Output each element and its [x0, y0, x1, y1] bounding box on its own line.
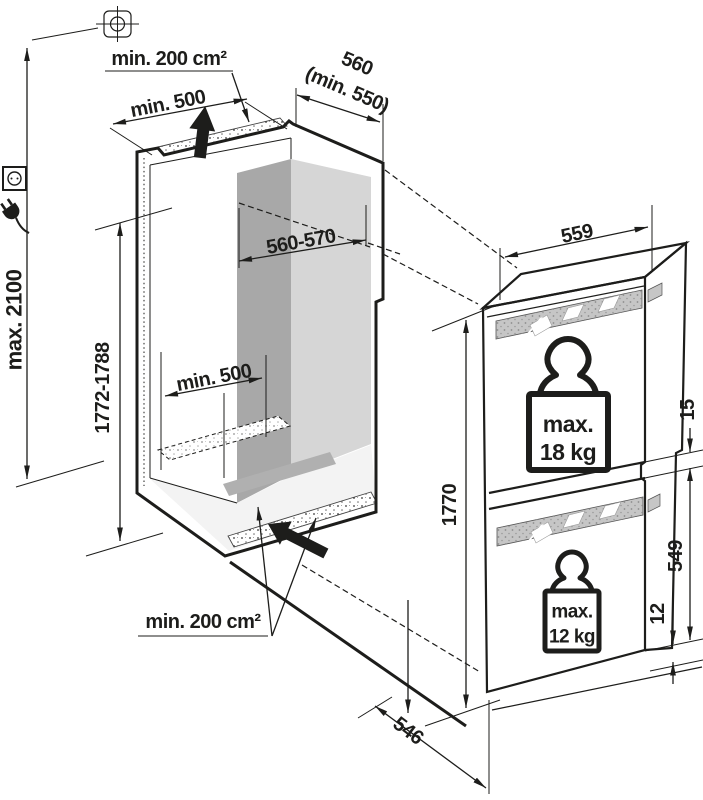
dim-appliance-width: [504, 226, 649, 258]
label-upper-weight-value: 18 kg: [540, 439, 596, 465]
niche-base-edge: [229, 560, 467, 728]
power-outlet-icon: [2, 166, 27, 191]
dimension-lines: [24, 48, 693, 789]
upper-door-bottom-edge: [488, 460, 646, 495]
label-lower-weight-value: 12 kg: [549, 627, 595, 648]
leader-bottom-vent-2: [271, 517, 317, 637]
niche-bottom-rail: [223, 452, 336, 496]
dim-niche-width: [238, 239, 367, 262]
leader-top-vent: [231, 72, 250, 123]
label-niche-depth: 560: [338, 48, 376, 81]
niche-vent-strips: [156, 117, 378, 548]
appliance-bottom-line: [491, 666, 703, 711]
lower-grille-side: [647, 493, 661, 513]
dim-appliance-depth: [374, 705, 487, 789]
label-max-height: max. 2100: [2, 269, 27, 370]
upper-door-top-edge: [486, 285, 645, 318]
appliance-front-face: [483, 277, 645, 692]
label-appliance-depth: 546: [389, 713, 428, 750]
dim-base-clearance: [164, 377, 263, 397]
label-door-gap: 15: [677, 399, 699, 421]
airflow-in-arrow: [268, 521, 329, 559]
power-plug-icon: [0, 198, 30, 234]
niche-interior: [150, 159, 376, 551]
niche-outline: [135, 119, 467, 728]
dim-top-clearance: [112, 98, 248, 125]
appliance-outline: [479, 240, 703, 711]
label-niche-height: 1772-1788: [92, 342, 114, 434]
label-bottom-gap: 12: [647, 603, 669, 625]
leader-bottom-vent-1: [256, 506, 273, 637]
niche-left-interior-wall: [237, 159, 291, 503]
dim-niche-depth: [296, 94, 381, 123]
appliance-top-face: [483, 243, 686, 308]
label-appliance-width: 559: [559, 220, 595, 248]
airflow-arrows: [189, 106, 329, 559]
fixing-point-icon: [96, 6, 139, 42]
niche-back-interior-wall: [291, 159, 371, 475]
weight-12kg-icon: [542, 549, 602, 654]
niche-floor: [150, 445, 376, 551]
extension-lines: [15, 27, 703, 794]
airflow-up-arrow: [189, 106, 216, 159]
label-top-vent-area: min. 200 cm²: [111, 48, 227, 70]
label-lower-weight-max: max.: [551, 602, 592, 623]
label-appliance-height: 1770: [439, 483, 461, 526]
label-upper-weight-max: max.: [543, 411, 593, 437]
label-bottom-vent-area: min. 200 cm²: [145, 611, 261, 633]
appliance-side-face: [645, 243, 686, 650]
label-top-clearance: min. 500: [129, 86, 208, 122]
appliance-body: [483, 243, 686, 692]
top-vent-strip: [157, 117, 288, 156]
label-lower-door-height: 549: [665, 540, 687, 572]
upper-grille-side: [647, 282, 663, 303]
lower-door-top-edge: [488, 476, 646, 511]
weight-18kg-icon: [526, 336, 611, 473]
